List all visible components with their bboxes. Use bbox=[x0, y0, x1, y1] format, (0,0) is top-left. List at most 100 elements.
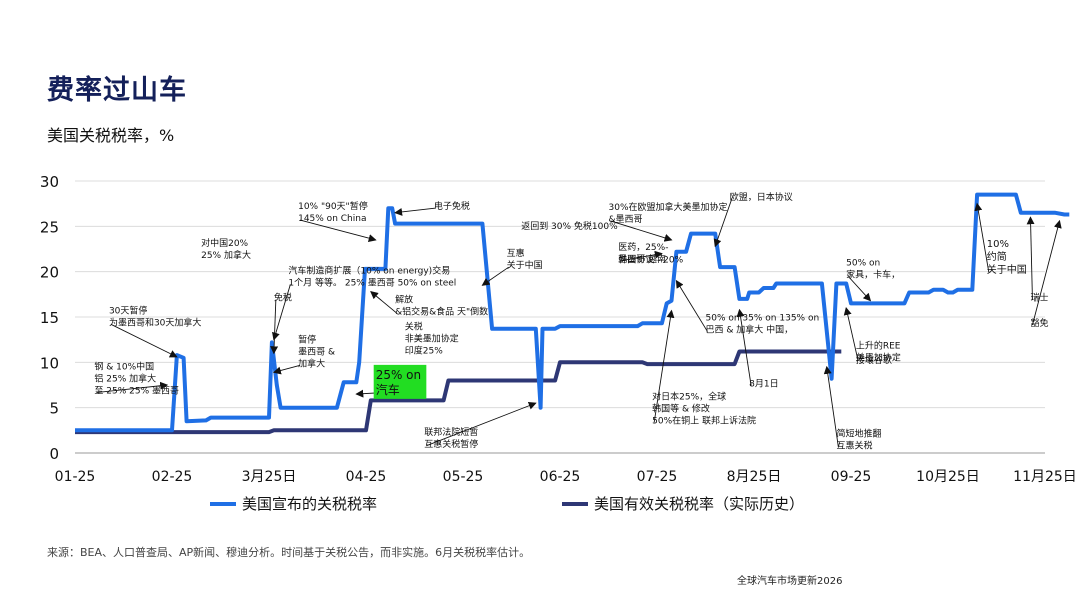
x-tick-label-8: 09-25 bbox=[831, 469, 872, 485]
annotation-text-a10-2: 加拿大 bbox=[298, 357, 325, 369]
page-title: 费率过山车 bbox=[47, 75, 187, 106]
annotation-text-a10-0: 暂停 bbox=[298, 333, 316, 345]
y-tick-label-0: 0 bbox=[49, 445, 59, 463]
annotation-text-a7-2: 至 25% 25% 墨西哥 bbox=[94, 386, 179, 397]
series-line-1 bbox=[75, 349, 842, 435]
annotation-text-a10-1: 墨西哥 & bbox=[298, 346, 335, 357]
legend-label-announced: 美国宣布的关税税率 bbox=[242, 495, 378, 513]
series-layer bbox=[75, 192, 1070, 435]
annotation-arrow-a8 bbox=[370, 290, 398, 314]
annotation-text-a7-0: 钢 & 10%中国 bbox=[94, 361, 154, 373]
annotation-arrow-a22 bbox=[847, 275, 872, 302]
annotation-text-a13-0: 互惠 bbox=[507, 247, 525, 259]
y-tick-label-5: 5 bbox=[49, 400, 59, 418]
y-tick-label-25: 25 bbox=[40, 218, 59, 236]
grid-layer bbox=[75, 180, 1045, 454]
annotation-text-a19-1: 巴西 & 加拿大 中国， bbox=[706, 324, 794, 336]
legend-label-effective: 美国有效关税税率（实际历史） bbox=[594, 495, 805, 513]
legend-item-announced: 美国宣布的关税税率 bbox=[210, 493, 377, 514]
annotation-arrow-a12 bbox=[426, 401, 537, 447]
x-tick-label-10: 11月25日 bbox=[1013, 469, 1077, 485]
annotation-text-a11-0: 25% on bbox=[376, 368, 421, 382]
x-tick-label-9: 10月25日 bbox=[916, 469, 980, 485]
x-tick-label-0: 01-25 bbox=[55, 469, 96, 485]
annotation-text-a25-0: 简短地推翻 bbox=[836, 428, 881, 440]
y-tick-label-20: 20 bbox=[40, 264, 59, 282]
annotation-text-a4-0: 汽车制造商扩展（10% on energy)交易 bbox=[288, 264, 450, 276]
annotation-text-a24-0: 接壤谷歌 bbox=[856, 354, 892, 366]
annotation-arrow-a1 bbox=[299, 219, 377, 243]
annotation-text-a4-1: 1个月 等等。 25% 墨西哥 50% on steel bbox=[288, 276, 456, 288]
annotation-text-a26-2: 关于中国 bbox=[987, 263, 1027, 276]
x-tick-label-6: 07-25 bbox=[637, 469, 678, 485]
annotation-text-a2-0: 电子免税 bbox=[434, 200, 470, 212]
legend-item-effective: 美国有效关税税率（实际历史） bbox=[562, 493, 804, 514]
annotation-text-a25-1: 互惠关税 bbox=[836, 440, 872, 452]
annotation-highlight-a11 bbox=[373, 364, 427, 399]
annotation-text-a15-1: &墨西哥 bbox=[609, 214, 643, 225]
annotation-arrow-a25 bbox=[823, 365, 839, 448]
annotation-arrow-a23 bbox=[843, 306, 859, 360]
annotation-arrow-a28 bbox=[1032, 219, 1062, 326]
annotation-text-a20-0: 对日本25%，全球 bbox=[652, 390, 726, 402]
annotation-text-a17-0: 医药，25%- bbox=[618, 242, 668, 253]
annotation-text-a1-1: 145% on China bbox=[298, 214, 366, 224]
legend-swatch-announced bbox=[210, 501, 236, 506]
annotation-text-a13-1: 关于中国 bbox=[507, 259, 543, 271]
annotation-arrow-a15 bbox=[610, 220, 673, 242]
annotation-text-a9-0: 关税 bbox=[405, 321, 423, 333]
annotation-text-a16-0: 欧盟，日本协议 bbox=[730, 191, 793, 203]
annotation-arrow-a26 bbox=[974, 202, 990, 273]
annotation-arrow-a10 bbox=[272, 364, 301, 375]
annotation-arrow-a17 bbox=[620, 250, 663, 262]
source-note: 来源：BEA、人口普查局、AP新闻、穆迪分析。时间基于关税公告，而非实施。6月关… bbox=[47, 546, 531, 559]
y-tick-label-30: 30 bbox=[40, 173, 59, 191]
annotation-text-a23-1: 美墨加协定 bbox=[856, 352, 901, 364]
annotation-text-a9-2: 印度25% bbox=[405, 345, 443, 357]
annotation-text-a21-0: 8月1日 bbox=[749, 379, 778, 390]
annotation-text-a1-0: 10% "90天"暂停 bbox=[298, 200, 368, 212]
chart-subtitle: 美国关税税率，% bbox=[47, 126, 175, 145]
x-tick-label-3: 04-25 bbox=[346, 469, 387, 485]
annotation-text-a3-1: 25% 加拿大 bbox=[201, 249, 251, 261]
annotation-arrow-a2 bbox=[394, 207, 436, 216]
annotation-arrow-a21 bbox=[736, 308, 752, 386]
annotation-text-a6-1: 为墨西哥和30天加拿大 bbox=[109, 316, 201, 328]
annotation-text-a6-0: 30天暂停 bbox=[109, 304, 147, 316]
annotation-text-a12-1: 互惠关税暂停 bbox=[424, 438, 478, 450]
annotation-arrow-a20 bbox=[653, 309, 675, 423]
annotation-text-a26-0: 10% bbox=[987, 239, 1009, 250]
annotation-text-a8-1: &铝交易&食品 天"倒数 bbox=[395, 305, 488, 317]
x-tick-label-4: 05-25 bbox=[443, 469, 484, 485]
annotation-text-a22-0: 50% on bbox=[846, 258, 880, 268]
annotation-text-a23-0: 上升的REE bbox=[856, 340, 901, 352]
annotation-text-a7-1: 铝 25% 加拿大 bbox=[94, 373, 156, 385]
annotation-arrow-a5 bbox=[270, 299, 279, 355]
annotation-text-a17-1: 墨西哥 越南 bbox=[618, 253, 666, 265]
annotation-text-a28-0: 豁免 bbox=[1030, 317, 1048, 329]
annotation-arrow-a27 bbox=[1026, 216, 1035, 300]
annotation-text-a12-0: 联邦法院短暂 bbox=[424, 426, 478, 438]
annotation-text-a3-0: 对中国20% bbox=[201, 237, 248, 249]
y-tick-label-10: 10 bbox=[40, 354, 59, 372]
annotation-text-a11-1: 汽车 bbox=[376, 382, 400, 397]
annotation-text-a18-0: 韩国协议 - 20% bbox=[618, 254, 683, 266]
annotation-arrow-a16 bbox=[713, 198, 733, 248]
x-tick-label-2: 3月25日 bbox=[242, 469, 297, 485]
annotation-text-a20-2: 50%在铜上 联邦上诉法院 bbox=[652, 414, 756, 426]
annotation-text-a8-0: 解放 bbox=[395, 293, 413, 305]
x-tick-label-7: 8月25日 bbox=[727, 469, 782, 485]
annotation-text-a26-1: 约简 bbox=[987, 250, 1007, 263]
annotation-arrow-a19 bbox=[675, 279, 708, 332]
annotation-arrow-a4 bbox=[272, 284, 291, 341]
annotation-text-a14-0: 返回到 30% 免税100% bbox=[521, 220, 618, 232]
annotation-text-a19-0: 50% on 35% on 135% on bbox=[706, 314, 820, 324]
annotation-text-a5-0: 免税 bbox=[274, 292, 292, 304]
series-line-0 bbox=[75, 192, 1070, 433]
annotation-text-a22-1: 家具，卡车， bbox=[846, 268, 900, 280]
annotation-text-a15-0: 30%在欧盟加拿大美墨加协定 bbox=[609, 201, 728, 213]
annotation-arrow-a13 bbox=[481, 266, 509, 286]
